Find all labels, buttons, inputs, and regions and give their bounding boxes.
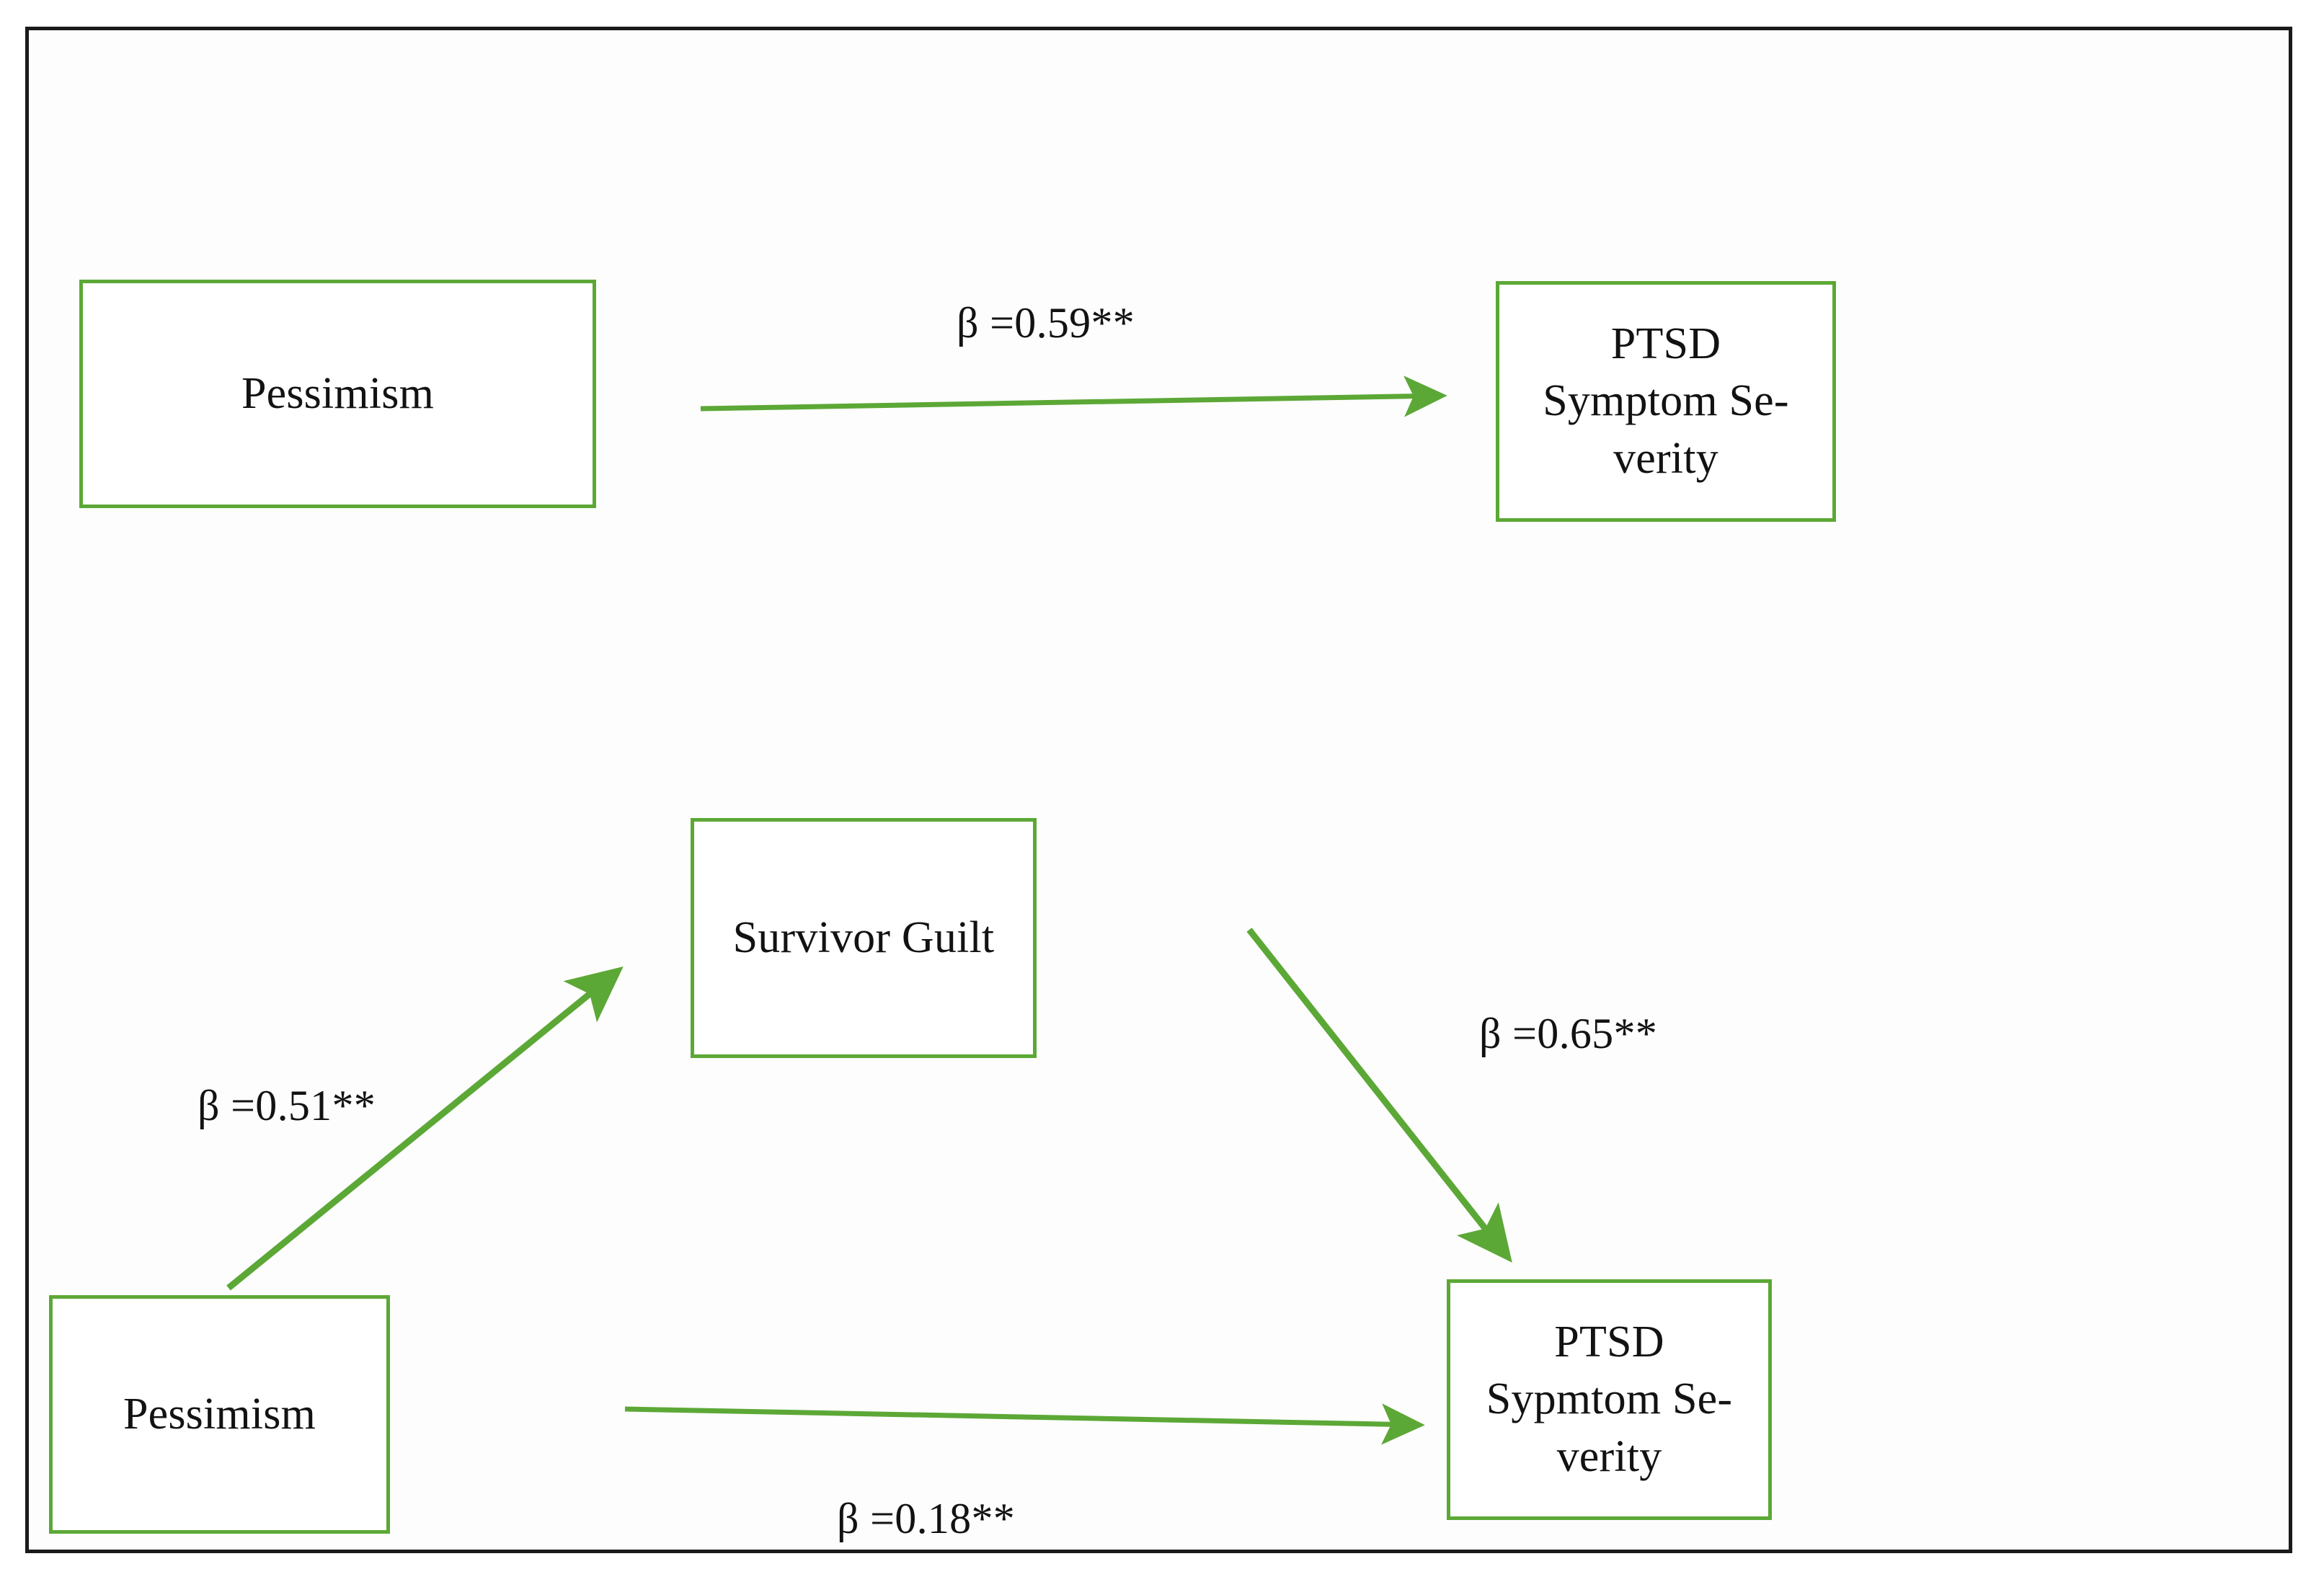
node-pessimism-top-label: Pessimism — [241, 368, 435, 418]
coefficient-a-path: β =0.51** — [198, 1082, 376, 1129]
node-pessimism-bottom-label: Pessimism — [123, 1389, 316, 1439]
node-ptsd-top-line1: PTSD Symptom Se- — [1543, 319, 1789, 426]
node-ptsd-bottom-line2: verity — [1556, 1431, 1662, 1481]
node-pessimism-bottom[interactable]: Pessimism — [49, 1295, 390, 1534]
coefficient-b-path: β =0.65** — [1479, 1010, 1658, 1057]
node-ptsd-symptom-severity-top[interactable]: PTSD Symptom Se- verity — [1496, 281, 1836, 522]
node-ptsd-top-line2: verity — [1613, 433, 1718, 483]
node-ptsd-bottom-line1: PTSD Sypmtom Se- — [1486, 1317, 1733, 1424]
node-ptsd-symptom-severity-top-label: PTSD Symptom Se- verity — [1518, 316, 1814, 487]
coefficient-c-prime-path: β =0.18** — [837, 1495, 1016, 1542]
node-survivor-guilt-label: Survivor Guilt — [732, 912, 995, 962]
node-ptsd-symptom-severity-bottom[interactable]: PTSD Sypmtom Se- verity — [1447, 1279, 1772, 1520]
node-pessimism-top[interactable]: Pessimism — [79, 280, 596, 508]
node-survivor-guilt[interactable]: Survivor Guilt — [691, 818, 1037, 1058]
coefficient-direct-effect-top: β =0.59** — [957, 299, 1135, 347]
node-ptsd-symptom-severity-bottom-label: PTSD Sypmtom Se- verity — [1469, 1314, 1749, 1485]
